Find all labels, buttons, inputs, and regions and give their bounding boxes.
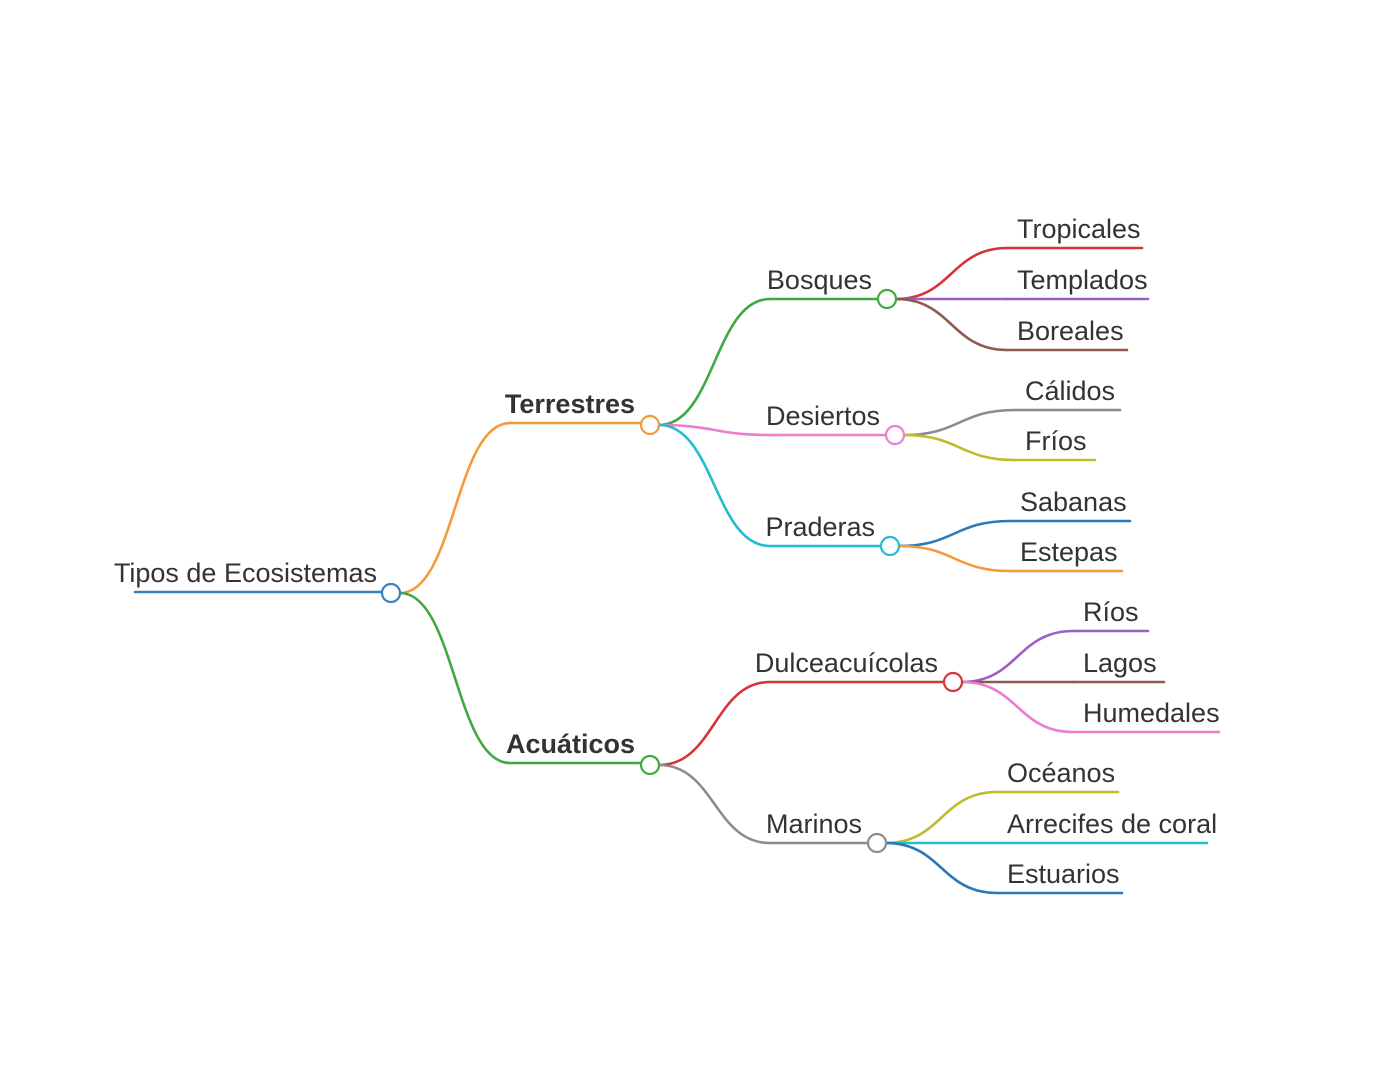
node-label-dulceacuicolas: Dulceacuícolas bbox=[755, 648, 938, 678]
node-label-terrestres: Terrestres bbox=[505, 389, 635, 419]
edge-bosques bbox=[657, 297, 772, 427]
root-node-toggle[interactable] bbox=[380, 582, 402, 604]
root-label: Tipos de Ecosistemas bbox=[114, 558, 377, 588]
node-label-marinos: Marinos bbox=[766, 809, 862, 839]
leaf-label-rios: Ríos bbox=[1083, 597, 1139, 627]
node-toggle-dulceacuicolas[interactable] bbox=[942, 671, 964, 693]
leaf-label-estuarios: Estuarios bbox=[1007, 859, 1120, 889]
mindmap-underlines bbox=[133, 246, 1221, 895]
node-toggle-marinos[interactable] bbox=[866, 832, 888, 854]
leaf-label-lagos: Lagos bbox=[1083, 648, 1157, 678]
edge-estepas bbox=[897, 544, 1012, 573]
leaf-label-templados: Templados bbox=[1017, 265, 1148, 295]
leaf-label-calidos: Cálidos bbox=[1025, 376, 1115, 406]
leaf-label-sabanas: Sabanas bbox=[1020, 487, 1127, 517]
edge-praderas bbox=[657, 423, 772, 548]
edge-desiertos bbox=[657, 423, 772, 437]
leaf-label-boreales: Boreales bbox=[1017, 316, 1124, 346]
leaf-label-tropicales: Tropicales bbox=[1017, 214, 1141, 244]
mindmap-circles bbox=[380, 288, 964, 854]
edge-terrestres bbox=[398, 421, 512, 595]
edge-estuarios bbox=[884, 841, 999, 895]
node-toggle-acuaticos[interactable] bbox=[639, 754, 661, 776]
node-label-desiertos: Desiertos bbox=[766, 401, 880, 431]
node-toggle-desiertos[interactable] bbox=[884, 424, 906, 446]
edge-calidos bbox=[902, 408, 1017, 437]
node-label-praderas: Praderas bbox=[765, 512, 875, 542]
edge-dulceacuicolas bbox=[657, 680, 772, 767]
leaf-label-estepas: Estepas bbox=[1020, 537, 1118, 567]
edge-rios bbox=[960, 629, 1075, 684]
mindmap-edges bbox=[398, 246, 1075, 895]
node-label-bosques: Bosques bbox=[767, 265, 872, 295]
mindmap-labels: Tipos de Ecosistemas Terrestres Bosques Tro… bbox=[114, 214, 1220, 889]
edge-boreales bbox=[894, 297, 1009, 352]
leaf-label-oceanos: Océanos bbox=[1007, 758, 1115, 788]
edge-frios bbox=[902, 433, 1017, 462]
edge-tropicales bbox=[894, 246, 1009, 301]
edge-acuaticos bbox=[398, 591, 512, 765]
edge-marinos bbox=[657, 763, 772, 845]
leaf-label-arrecifes-de-coral: Arrecifes de coral bbox=[1007, 809, 1217, 839]
leaf-label-humedales: Humedales bbox=[1083, 698, 1220, 728]
leaf-label-frios: Fríos bbox=[1025, 426, 1087, 456]
node-toggle-terrestres[interactable] bbox=[639, 414, 661, 436]
edge-oceanos bbox=[884, 790, 999, 845]
node-toggle-bosques[interactable] bbox=[876, 288, 898, 310]
node-label-acuaticos: Acuáticos bbox=[506, 729, 635, 759]
edge-humedales bbox=[960, 680, 1075, 734]
node-toggle-praderas[interactable] bbox=[879, 535, 901, 557]
edge-sabanas bbox=[897, 519, 1012, 548]
